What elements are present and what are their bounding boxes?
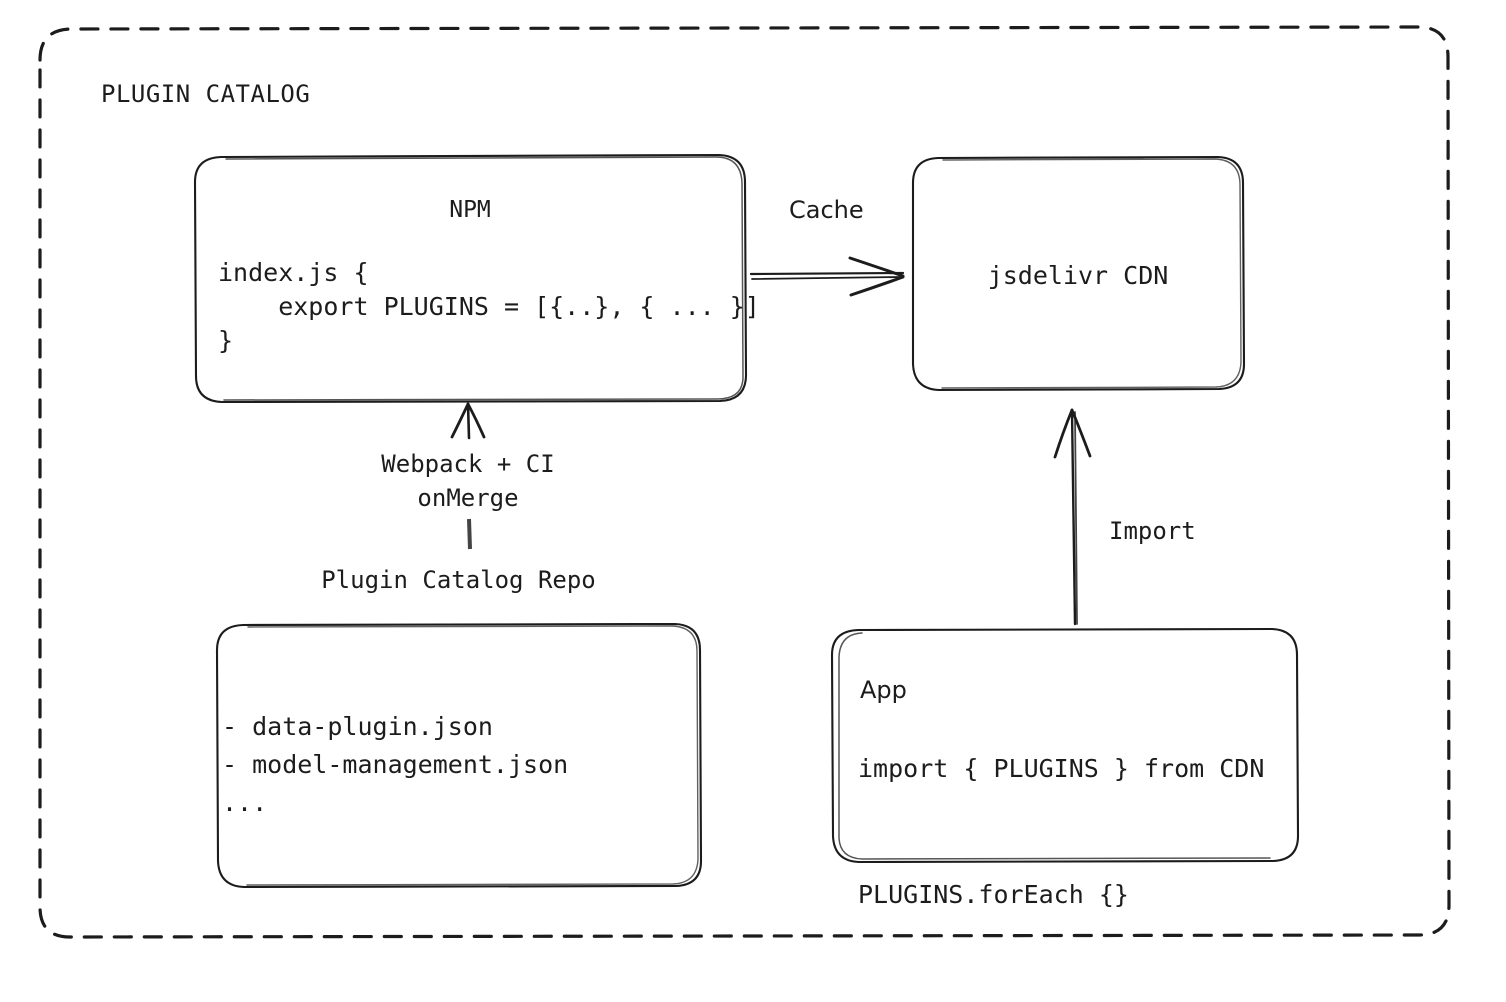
cache-edge-label: Cache xyxy=(789,196,864,224)
npm-node-title: NPM xyxy=(449,197,491,223)
app-node-code: import { PLUGINS } from CDN PLUGINS.forE… xyxy=(858,754,1265,909)
repo-node-caption: Plugin Catalog Repo xyxy=(321,566,596,594)
npm-node-shape xyxy=(193,153,748,404)
cache-edge-arrow xyxy=(749,256,905,297)
plugin-catalog-container-border xyxy=(38,25,1451,939)
page-title: PLUGIN CATALOG xyxy=(101,80,311,108)
app-node-title: App xyxy=(860,676,907,704)
import-edge-label: Import xyxy=(1109,517,1196,545)
import-edge-arrow xyxy=(1053,408,1092,626)
webpack-edge-label: Webpack + CI onMerge xyxy=(381,450,555,512)
app-node-shape xyxy=(830,627,1300,864)
webpack-edge-arrow xyxy=(450,402,486,550)
repo-node-file-list: - data-plugin.json - model-management.js… xyxy=(222,712,569,817)
cdn-node-title: jsdelivr CDN xyxy=(987,261,1169,290)
npm-node-code: index.js { export PLUGINS = [{..}, { ...… xyxy=(218,258,760,355)
repo-node-shape xyxy=(215,622,703,889)
cdn-node-shape xyxy=(911,155,1246,392)
